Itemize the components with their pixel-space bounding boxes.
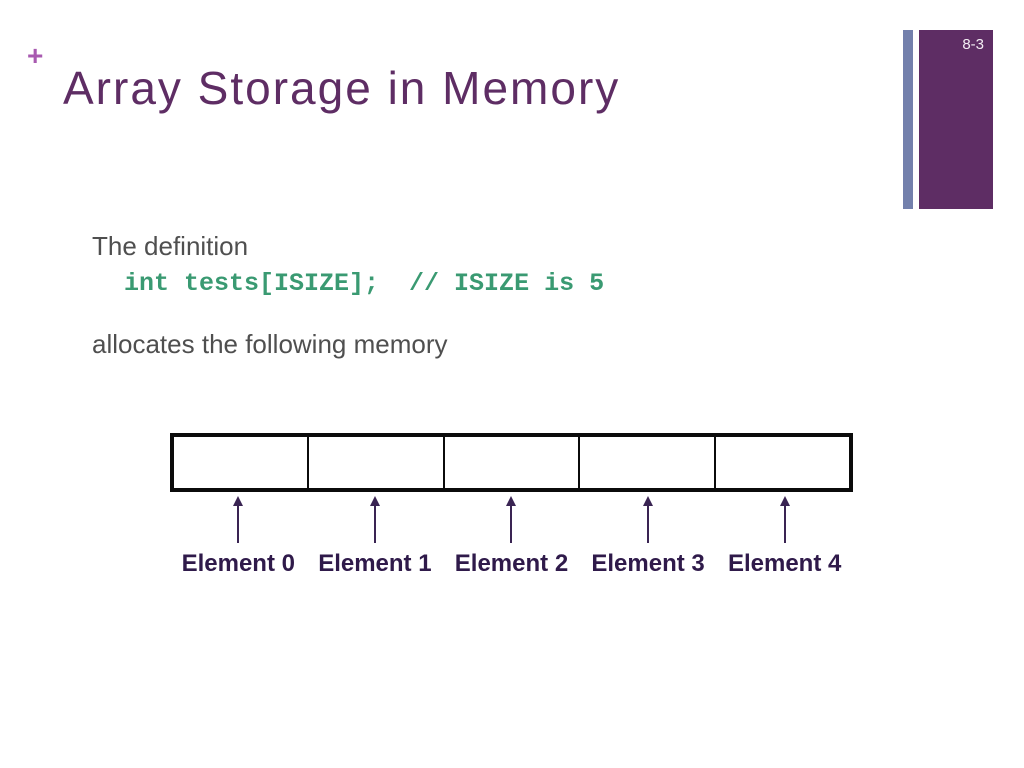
outro-text: allocates the following memory (92, 329, 448, 359)
element-column-2: Element 2 (443, 496, 580, 576)
memory-cell-2 (442, 437, 578, 488)
memory-cell-1 (307, 437, 442, 488)
element-label: Element 2 (454, 550, 569, 577)
up-arrow-stem (237, 506, 240, 543)
up-arrow-icon (506, 496, 517, 506)
element-label: Element 0 (181, 550, 295, 577)
accent-rect: 8-3 (919, 30, 993, 209)
element-label: Element 1 (318, 550, 432, 577)
plus-marker: + (27, 40, 44, 71)
up-arrow-stem (647, 506, 650, 543)
memory-box (170, 433, 853, 492)
up-arrow-stem (783, 506, 786, 543)
up-arrow-icon (369, 496, 380, 506)
element-label: Element 3 (591, 550, 705, 577)
up-arrow-stem (510, 506, 513, 543)
element-label: Element 4 (727, 550, 842, 577)
memory-cell-3 (578, 437, 713, 488)
element-pointer-row: Element 0 Element 1 Element 2 Element 3 Elem… (170, 496, 853, 576)
accent-bar (903, 30, 913, 209)
element-column-3: Element 3 (580, 496, 717, 576)
up-arrow-icon (233, 496, 244, 506)
memory-cell-0 (174, 437, 307, 488)
element-column-0: Element 0 (170, 496, 307, 576)
up-arrow-icon (779, 496, 790, 506)
memory-cell-4 (713, 437, 849, 488)
up-arrow-icon (643, 496, 654, 506)
intro-text: The definition (92, 231, 249, 261)
element-column-1: Element 1 (307, 496, 444, 576)
page-title: Array Storage in Memory (63, 62, 621, 114)
page-number: 8-3 (962, 36, 984, 53)
element-column-4: Element 4 (716, 496, 853, 576)
up-arrow-stem (373, 506, 376, 543)
code-line: int tests[ISIZE]; // ISIZE is 5 (124, 269, 605, 298)
